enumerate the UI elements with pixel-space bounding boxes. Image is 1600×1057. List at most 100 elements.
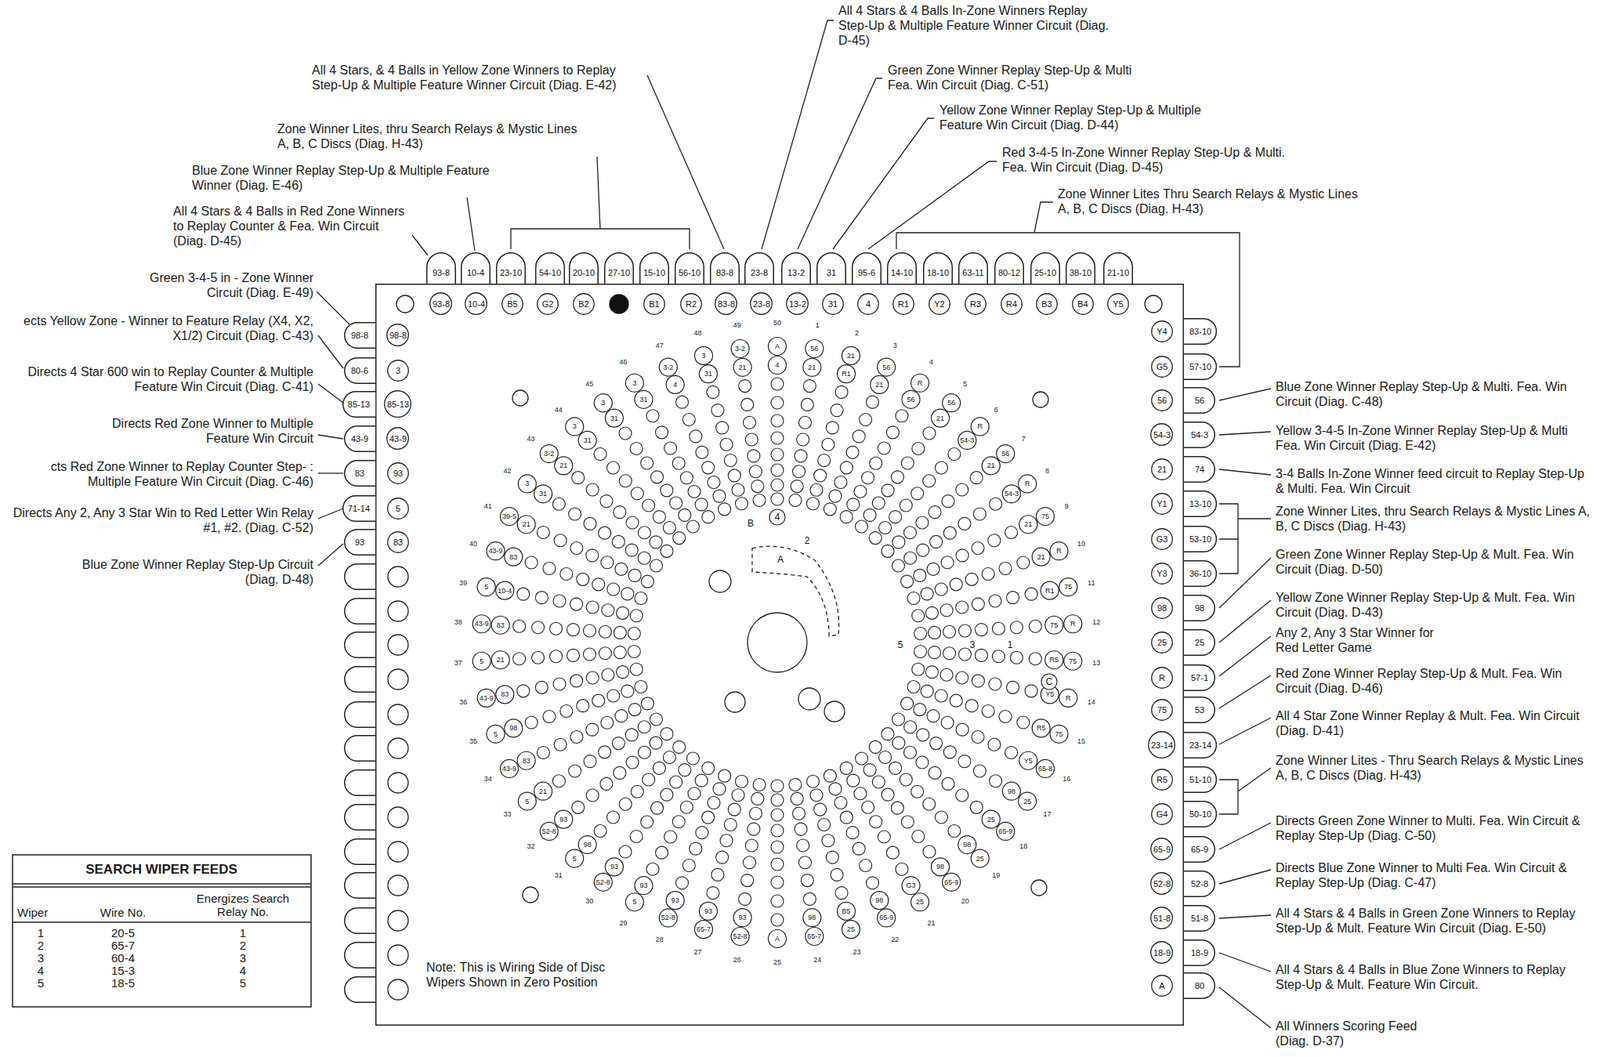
disc-contact xyxy=(664,441,677,455)
disc-contact xyxy=(642,773,656,786)
disc-marker: 2 xyxy=(804,535,811,547)
contact-label: 31 xyxy=(610,414,619,423)
post-outline xyxy=(715,293,738,315)
terminal-label: B1 xyxy=(648,299,659,309)
post-outline xyxy=(1151,872,1173,895)
spoke-number: 25 xyxy=(773,958,782,967)
terminal-label: 93-8 xyxy=(432,299,450,309)
disc-contact xyxy=(892,736,905,750)
disc-contact xyxy=(634,680,648,694)
post-outline xyxy=(786,293,809,315)
disc-contact xyxy=(959,624,972,638)
disc-contact xyxy=(554,456,573,475)
disc-marker: A xyxy=(777,553,784,565)
terminal-lug: 21-10 xyxy=(1103,252,1134,284)
disc-contact xyxy=(676,395,689,409)
post-outline xyxy=(1151,632,1173,654)
disc-contact xyxy=(751,480,764,493)
spoke-number: 2 xyxy=(854,329,859,337)
disc-contact xyxy=(727,803,741,816)
terminal-label: 27-10 xyxy=(608,267,630,278)
disc-contact xyxy=(865,395,879,409)
disc-contact xyxy=(611,737,625,750)
terminal-lug: 23-10 xyxy=(495,252,526,284)
disc-contact xyxy=(604,409,623,428)
disc-contact xyxy=(955,789,969,802)
disc-contact xyxy=(486,542,505,561)
disc-contact xyxy=(672,815,685,829)
lug-outline xyxy=(344,942,376,969)
disc-contact xyxy=(911,487,924,500)
marker-circle xyxy=(1041,673,1058,690)
empty-lug xyxy=(344,666,376,693)
disc-contact xyxy=(660,788,674,801)
disc-contact xyxy=(499,759,518,778)
terminal-lug: 83 xyxy=(343,459,376,487)
disc-contact xyxy=(821,834,835,848)
post-outline xyxy=(387,463,410,485)
disc-contact xyxy=(733,358,752,377)
disc-contact xyxy=(568,764,582,778)
disc-contact xyxy=(637,720,651,734)
disc-contact xyxy=(807,497,820,511)
contact-label: 25 xyxy=(976,854,985,863)
disc-contact xyxy=(1031,547,1050,566)
post-outline xyxy=(1151,769,1173,791)
disc-contact xyxy=(810,483,823,496)
lug-outline xyxy=(1183,940,1215,967)
disc-contact xyxy=(771,857,784,871)
disc-contact xyxy=(807,774,820,788)
disc-contact xyxy=(911,893,930,912)
disc-contact xyxy=(695,774,708,787)
disc-contact xyxy=(965,699,978,713)
contact-label: 65-8 xyxy=(1038,764,1053,773)
disc-contact xyxy=(495,581,515,600)
contact-label: 52-8 xyxy=(733,932,748,941)
table-cell: 15-3 xyxy=(111,963,135,978)
disc-contact xyxy=(676,876,689,890)
disc-contact xyxy=(536,746,550,760)
terminal-label: 13-2 xyxy=(789,299,807,309)
disc-contact xyxy=(745,839,758,852)
leader-line xyxy=(868,161,997,250)
disc-contact xyxy=(988,594,1002,608)
disc-contact xyxy=(989,497,1003,511)
disc-contact xyxy=(626,756,639,769)
terminal-label: 56 xyxy=(1157,395,1167,406)
contact-label: G3 xyxy=(906,881,916,890)
terminal-post: 65-9 xyxy=(1150,837,1173,861)
disc-contact xyxy=(1031,719,1050,738)
disc-contact xyxy=(955,483,969,496)
disc-contact xyxy=(565,849,584,868)
disc-contact xyxy=(974,623,988,637)
disc-contact xyxy=(988,677,1002,691)
disc-contact xyxy=(582,647,596,661)
disc-contact xyxy=(904,526,917,540)
contact-label: 3-2 xyxy=(543,449,554,458)
disc-contact xyxy=(1018,792,1037,811)
terminal-label: R5 xyxy=(1156,774,1168,785)
spoke-number: 16 xyxy=(1062,774,1071,783)
disc-contact xyxy=(571,800,585,814)
lug-outline xyxy=(344,872,376,899)
contact-label: 93 xyxy=(704,907,713,916)
disc-contact xyxy=(1045,651,1064,670)
disc-contact xyxy=(472,651,491,670)
disc-contact xyxy=(513,619,526,633)
post-outline xyxy=(1151,699,1173,721)
terminal-lug: 85-13 xyxy=(342,390,376,418)
disc-contact xyxy=(741,874,754,887)
terminal-label: 80 xyxy=(1194,980,1205,991)
contact-label: 25 xyxy=(987,815,996,824)
disc-contact xyxy=(877,358,896,377)
contact-label: 98 xyxy=(962,840,971,849)
terminal-lug: 57-1 xyxy=(1183,664,1216,692)
terminal-label: 54-3 xyxy=(1190,430,1209,440)
disc-contact xyxy=(552,497,565,511)
disc-contact xyxy=(981,456,1000,475)
terminal-label: Y1 xyxy=(1156,499,1167,509)
disc-contact xyxy=(625,373,644,392)
disc-contact xyxy=(534,485,553,504)
marker-circle xyxy=(769,509,786,525)
disc-contact xyxy=(1024,684,1038,698)
